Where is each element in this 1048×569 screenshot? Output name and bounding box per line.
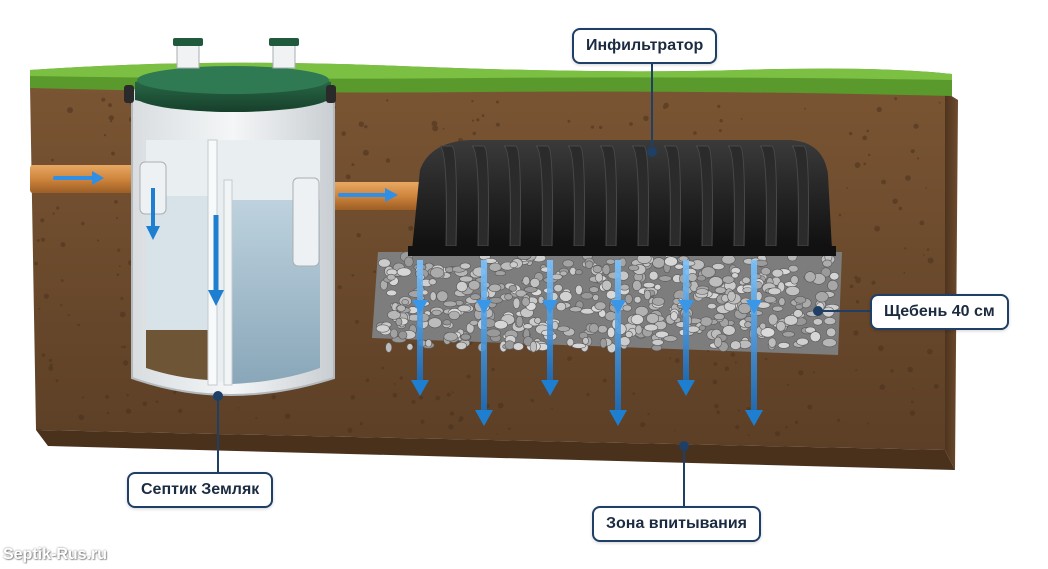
outlet-pipe xyxy=(310,182,422,210)
label-infiltrator: Инфильтратор xyxy=(572,28,718,64)
watermark-text: Septik-Rus.ru xyxy=(3,546,108,563)
label-absorption-zone: Зона впитывания xyxy=(592,506,761,542)
infiltrator-unit xyxy=(408,140,836,256)
infiltrator-ribs xyxy=(439,145,809,247)
inlet-pipe xyxy=(30,165,140,193)
label-gravel: Щебень 40 см xyxy=(870,294,1009,330)
gravel-bed xyxy=(372,251,842,355)
water-flow-arrow xyxy=(609,260,627,426)
water-flow-arrow xyxy=(541,260,559,396)
septic-tank xyxy=(124,38,336,396)
absorption-arrows xyxy=(411,260,763,426)
leader-lines xyxy=(213,58,870,508)
water-flow-arrow xyxy=(475,260,493,426)
water-flow-arrow xyxy=(745,260,763,426)
label-septic: Септик Земляк xyxy=(127,472,274,508)
watermark-logo xyxy=(57,475,89,533)
water-flow-arrow xyxy=(677,260,695,396)
soil-side xyxy=(945,92,958,470)
water-flow-arrow xyxy=(411,260,429,396)
soil-bottom xyxy=(36,430,955,470)
